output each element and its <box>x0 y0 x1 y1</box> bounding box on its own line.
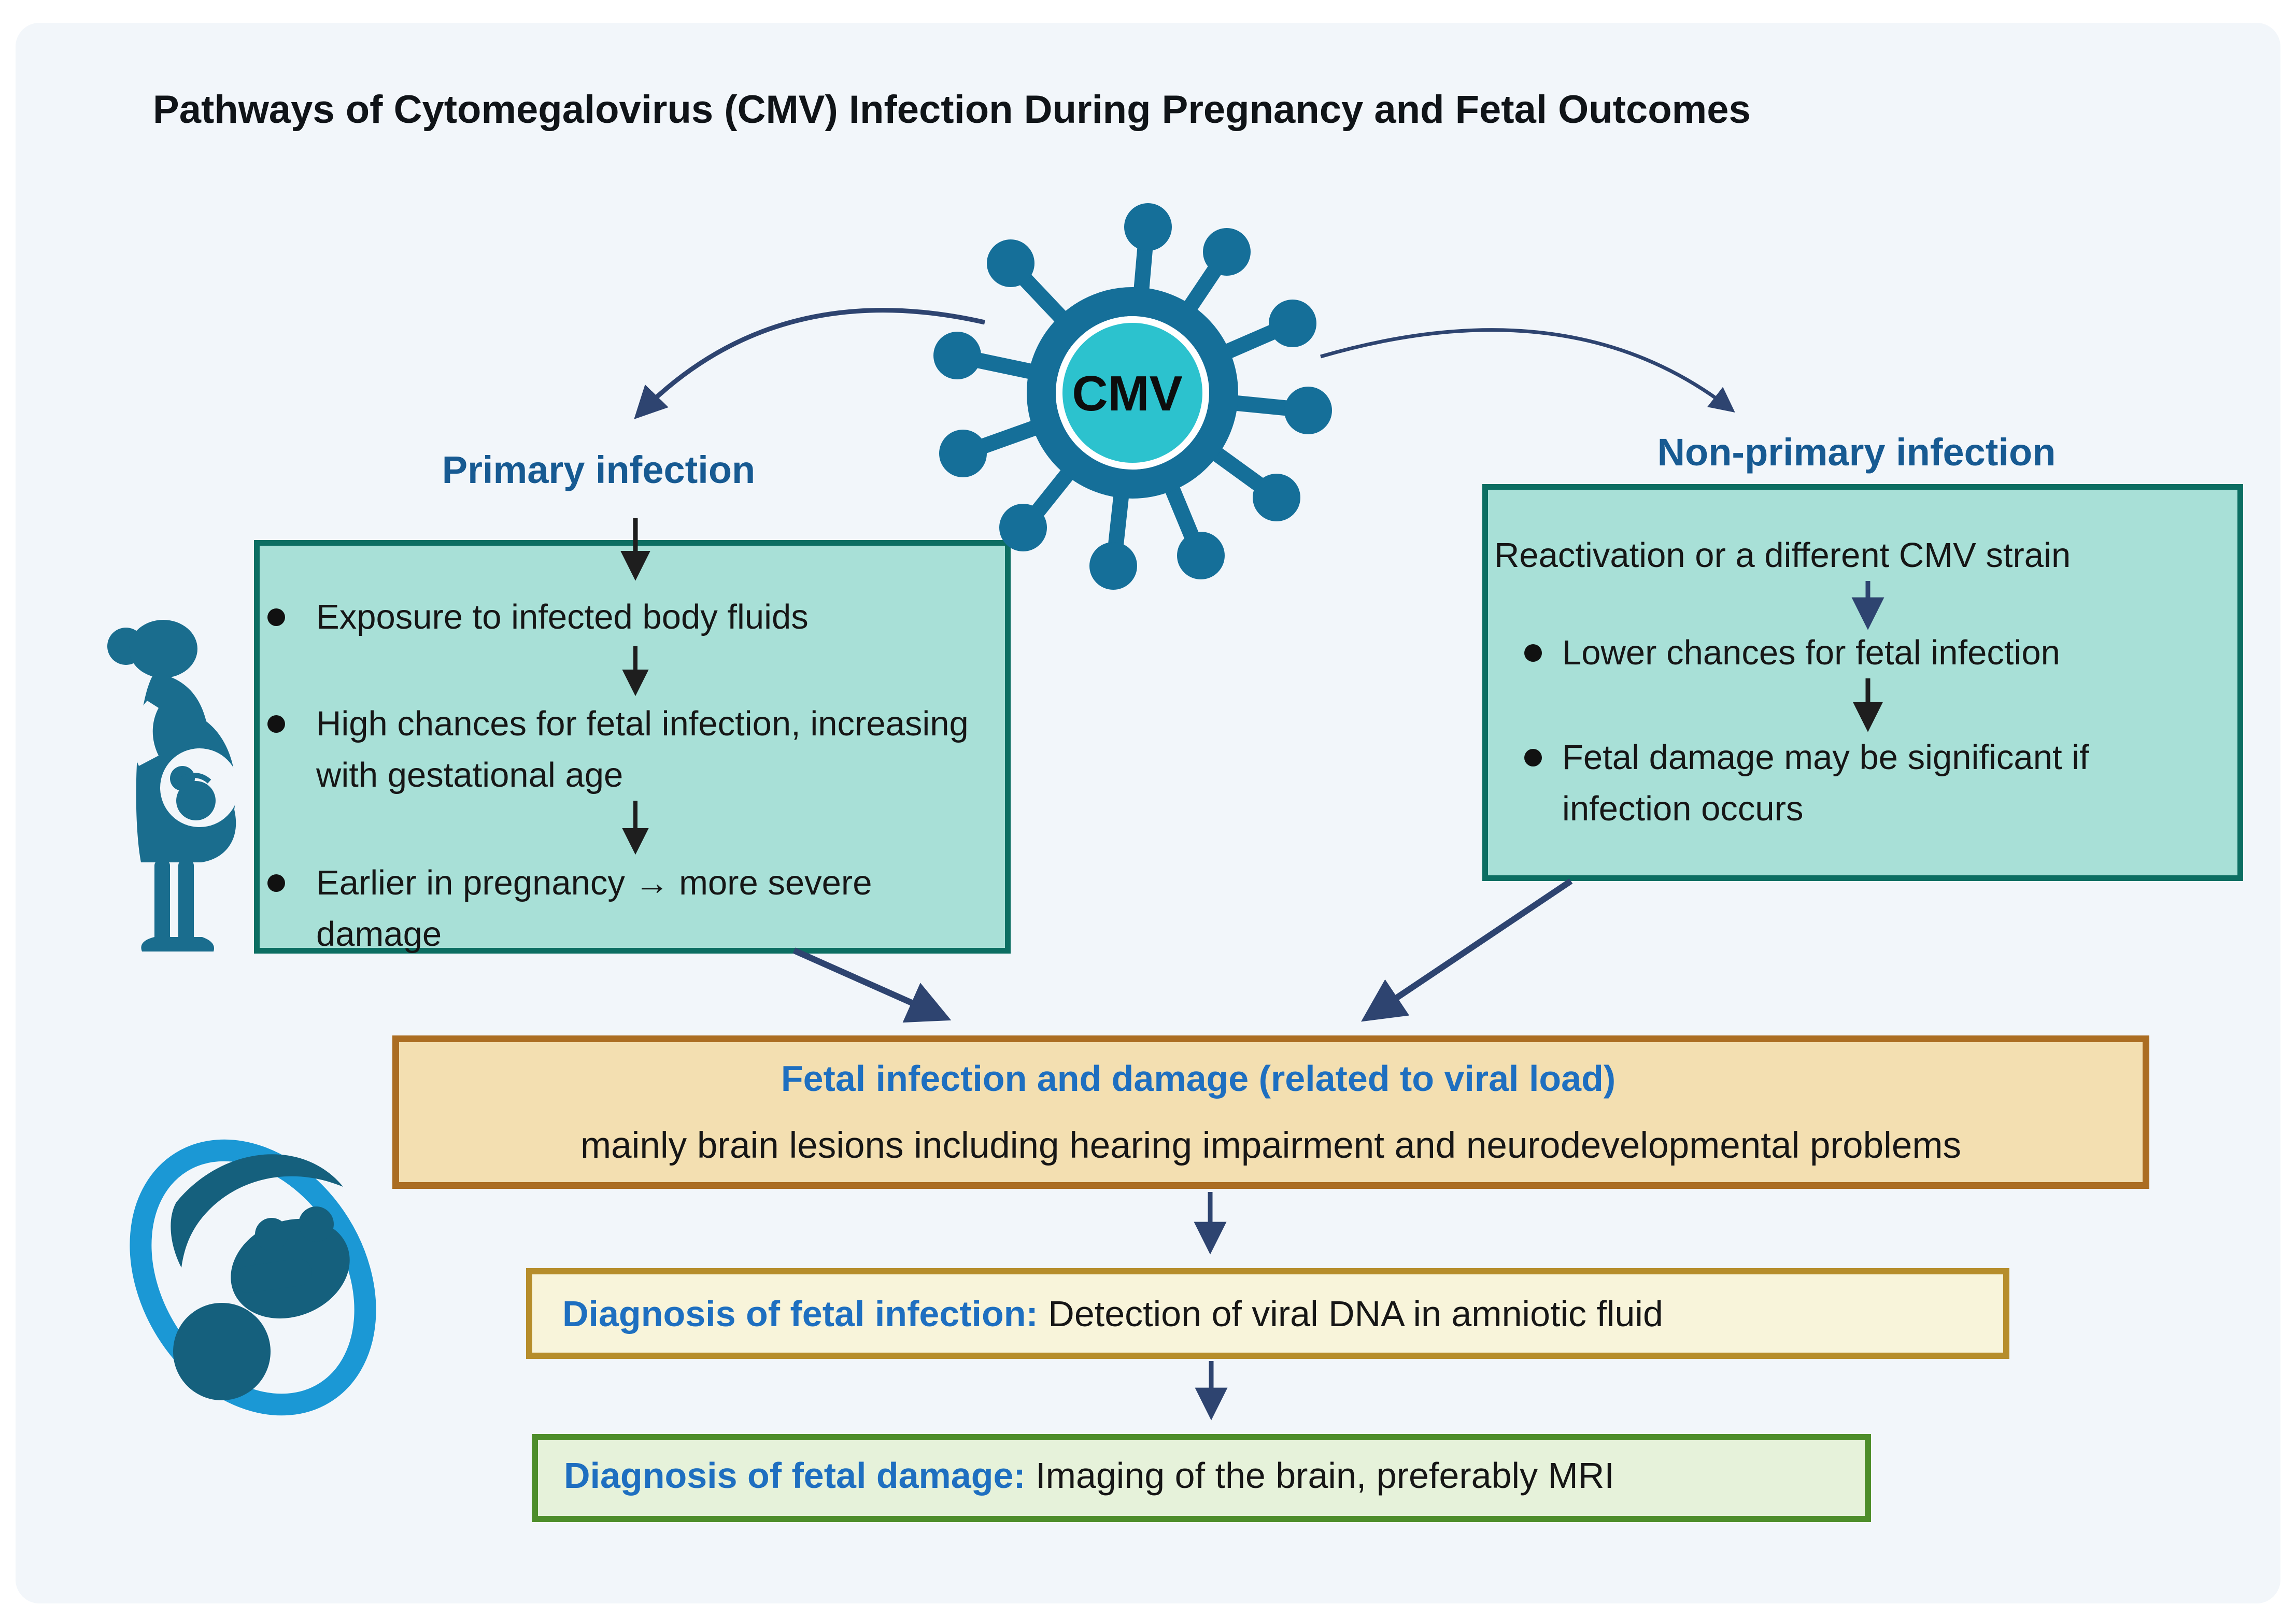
fetal-infection-damage-body: mainly brain lesions including hearing i… <box>580 1125 1961 1166</box>
non-primary-infection-box: Reactivation or a different CMV strain L… <box>1482 484 2243 881</box>
fetal-infection-damage-heading: Fetal infection and damage (related to v… <box>781 1058 1616 1099</box>
non-primary-intro: Reactivation or a different CMV strain <box>1494 536 2071 575</box>
fetal-infection-damage-box: Fetal infection and damage (related to v… <box>392 1035 2149 1189</box>
non-primary-bullet-fetal-damage: Fetal damage may be significant if infec… <box>1524 732 2132 834</box>
diagnosis-fetal-damage-label: Diagnosis of fetal damage: <box>564 1455 1026 1496</box>
primary-infection-heading: Primary infection <box>442 448 756 491</box>
diagnosis-fetal-damage-box: Diagnosis of fetal damage: Imaging of th… <box>532 1434 1871 1522</box>
diagnosis-fetal-infection-label: Diagnosis of fetal infection: <box>562 1294 1038 1334</box>
primary-bullet-exposure: Exposure to infected body fluids <box>267 591 985 643</box>
primary-infection-box: Exposure to infected body fluids High ch… <box>254 540 1011 954</box>
diagnosis-fetal-damage-text: Imaging of the brain, preferably MRI <box>1025 1455 1614 1496</box>
primary-bullet-earlier-pregnancy: Earlier in pregnancy → more severe damag… <box>267 857 974 960</box>
non-primary-bullet-lower-chances: Lower chances for fetal infection <box>1524 627 2231 678</box>
diagnosis-fetal-infection-line: Diagnosis of fetal infection: Detection … <box>562 1290 1663 1338</box>
non-primary-infection-heading: Non-primary infection <box>1657 431 2056 474</box>
diagnosis-fetal-infection-text: Detection of viral DNA in amniotic fluid <box>1038 1294 1663 1334</box>
page-title: Pathways of Cytomegalovirus (CMV) Infect… <box>153 88 1751 132</box>
diagnosis-fetal-infection-box: Diagnosis of fetal infection: Detection … <box>526 1268 2009 1359</box>
diagnosis-fetal-damage-line: Diagnosis of fetal damage: Imaging of th… <box>564 1452 1614 1499</box>
primary-bullet-high-chances: High chances for fetal infection, increa… <box>267 698 974 801</box>
